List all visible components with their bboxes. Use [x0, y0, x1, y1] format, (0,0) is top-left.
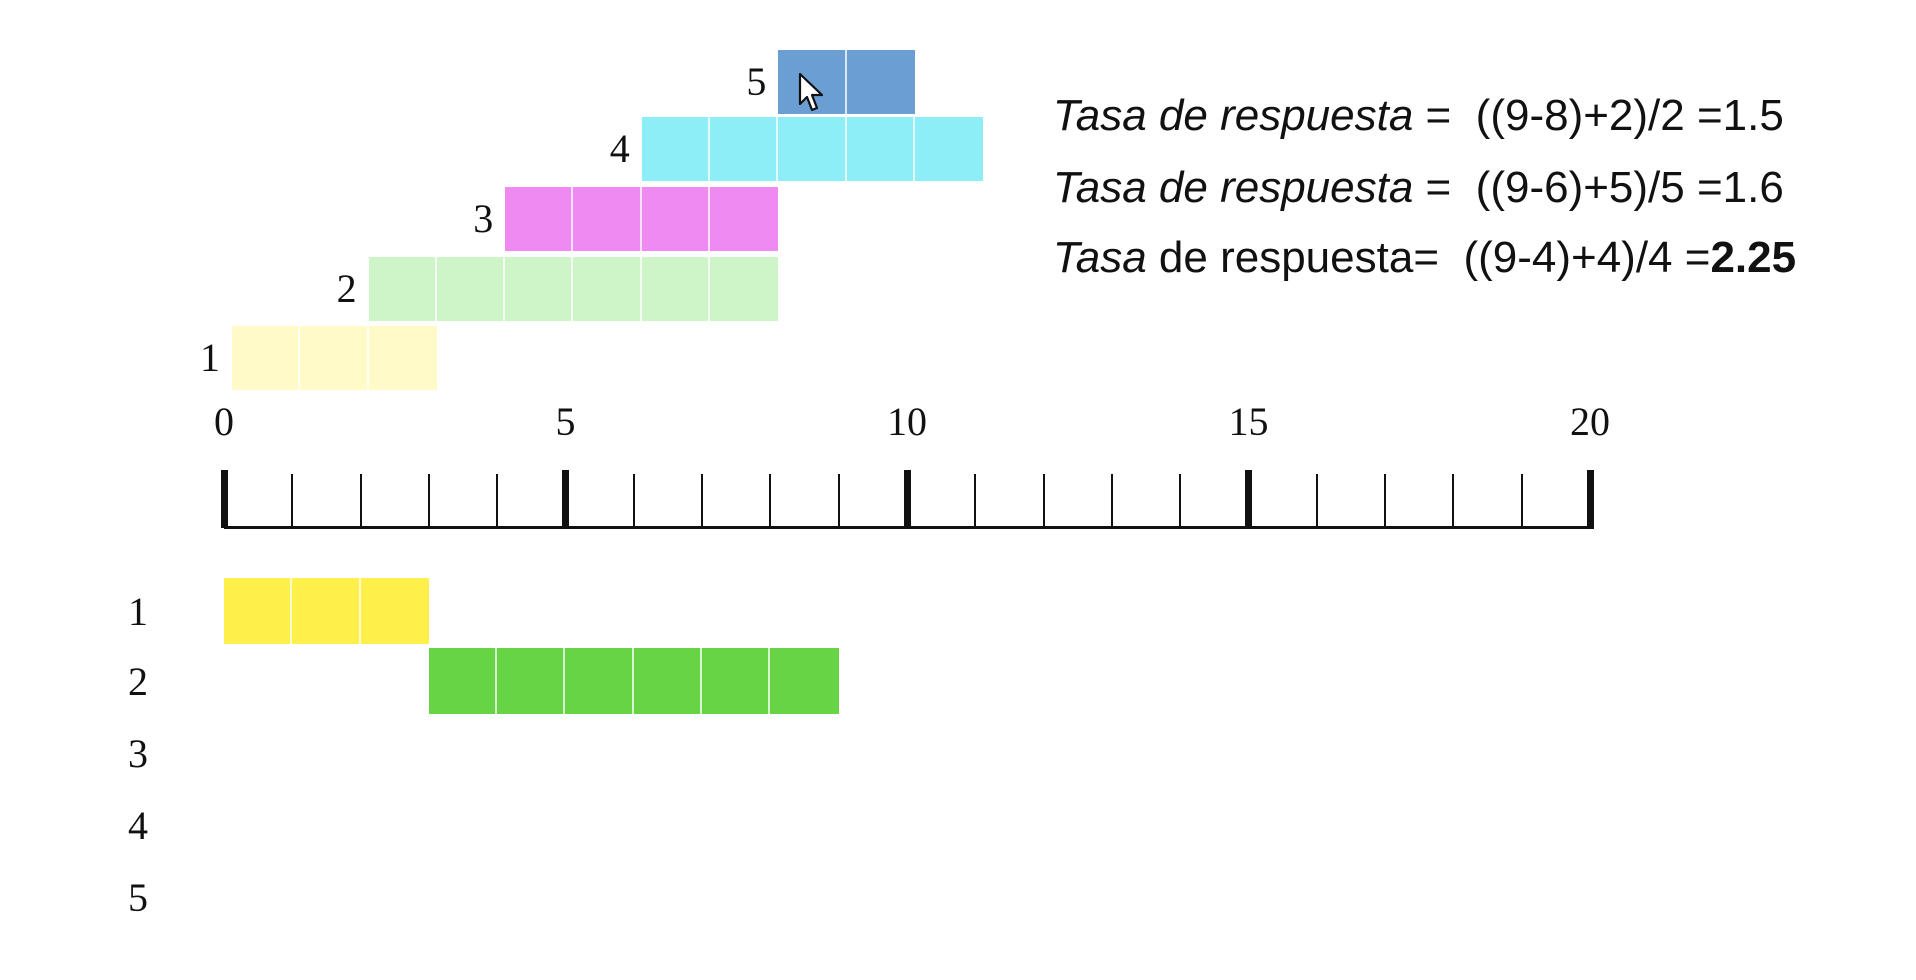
- arrival-bar-cell: [914, 117, 984, 181]
- arrival-bar-1: [232, 326, 437, 390]
- schedule-bar-cell: [224, 578, 293, 644]
- schedule-bar-2: [428, 648, 839, 714]
- timeline-minor-tick: [427, 474, 430, 528]
- arrival-bar-cell: [573, 257, 642, 321]
- timeline-major-tick: [1586, 470, 1594, 528]
- timeline-minor-tick: [701, 474, 704, 528]
- schedule-bar-cell: [633, 648, 703, 714]
- rate-formula-result: 2.25: [1710, 233, 1797, 282]
- timeline-minor-tick: [1315, 474, 1318, 528]
- arrival-bar-cell: [710, 187, 779, 251]
- timeline-tick-label: 10: [887, 399, 927, 444]
- timeline-minor-tick: [1042, 474, 1045, 528]
- timeline-minor-tick: [1384, 474, 1387, 528]
- timeline-minor-tick: [837, 474, 840, 528]
- arrival-bar-cell: [368, 257, 437, 321]
- arrival-bar-3: [505, 187, 779, 251]
- rate-formula-expression: = ((9-8)+2)/2 =1.5: [1413, 91, 1784, 140]
- schedule-bar-cell: [292, 578, 361, 644]
- schedule-row-label: 1: [128, 589, 148, 634]
- rate-formula-expression: = ((9-6)+5)/5 =1.6: [1413, 163, 1784, 212]
- timeline-minor-tick: [974, 474, 977, 528]
- timeline-tick-label: 5: [555, 399, 576, 444]
- schedule-bar-cell: [565, 648, 634, 714]
- arrival-bar-cell: [436, 257, 506, 321]
- schedule-bar-cell: [428, 648, 498, 714]
- arrival-process-label: 4: [609, 126, 630, 171]
- timeline-major-tick: [903, 470, 911, 528]
- rate-formula-label: Tasa de respuesta: [1052, 91, 1414, 140]
- arrival-bar-cell: [710, 257, 779, 321]
- arrival-bar-cell: [505, 187, 574, 251]
- timeline-minor-tick: [496, 474, 499, 528]
- arrival-bar-cell: [641, 117, 711, 181]
- arrival-bar-cell: [641, 257, 711, 321]
- arrival-process-label: 2: [336, 266, 357, 311]
- arrival-bar-cell: [846, 50, 915, 114]
- arrival-bar-2: [368, 257, 779, 321]
- schedule-row-label: 2: [128, 659, 148, 704]
- arrival-process-label: 1: [200, 335, 220, 380]
- arrival-bar-cell: [846, 117, 915, 181]
- schedule-bar-cell: [497, 648, 566, 714]
- timeline-minor-tick: [359, 474, 362, 528]
- timeline-minor-tick: [1452, 474, 1455, 528]
- timeline-minor-tick: [1179, 474, 1182, 528]
- timeline-minor-tick: [632, 474, 635, 528]
- rate-formula-plain: de respuesta: [1146, 233, 1414, 282]
- schedule-bar-cell: [702, 648, 771, 714]
- timeline-tick-label: 20: [1570, 399, 1610, 444]
- timeline-major-tick: [220, 470, 228, 528]
- rate-formula-3: Tasa de respuesta= ((9-4)+4)/4 =2.25: [1004, 192, 1796, 324]
- timeline-minor-tick: [1110, 474, 1113, 528]
- timeline-minor-tick: [769, 474, 772, 528]
- rate-formula-expression: = ((9-4)+4)/4 =: [1413, 233, 1711, 282]
- arrival-bar-cell: [505, 257, 574, 321]
- timeline-tick-label: 0: [214, 399, 234, 444]
- rate-formula-5: Tasa de respuesta = ((9-8)+2)/2 =1.5: [1004, 50, 1784, 182]
- arrival-bar-5: [778, 50, 915, 114]
- arrival-bar-cell: [641, 187, 711, 251]
- arrival-bar-cell: [710, 117, 779, 181]
- timeline-minor-tick: [1520, 474, 1523, 528]
- schedule-bar-1: [224, 578, 429, 644]
- arrival-bar-cell: [300, 326, 369, 390]
- timeline-major-tick: [1245, 470, 1252, 528]
- timeline-minor-tick: [291, 474, 294, 528]
- schedule-bar-cell: [360, 578, 429, 644]
- arrival-process-label: 3: [473, 196, 494, 241]
- arrival-bar-cell: [368, 326, 437, 390]
- arrival-bar-cell: [232, 326, 301, 390]
- mouse-pointer-icon: [798, 72, 824, 112]
- arrival-bar-cell: [573, 187, 642, 251]
- rate-formula-4: Tasa de respuesta = ((9-6)+5)/5 =1.6: [1004, 122, 1784, 254]
- arrival-process-label: 5: [746, 59, 767, 104]
- timeline-major-tick: [562, 470, 569, 528]
- schedule-row-label: 5: [128, 875, 148, 920]
- rate-formula-label: Tasa: [1052, 233, 1147, 282]
- schedule-row-label: 3: [128, 731, 148, 776]
- schedule-row-label: 4: [128, 803, 148, 848]
- rate-formula-label: Tasa de respuesta: [1052, 163, 1414, 212]
- arrival-bar-cell: [778, 117, 847, 181]
- arrival-bar-4: [641, 117, 984, 181]
- schedule-bar-cell: [770, 648, 839, 714]
- timeline-tick-label: 15: [1228, 399, 1269, 444]
